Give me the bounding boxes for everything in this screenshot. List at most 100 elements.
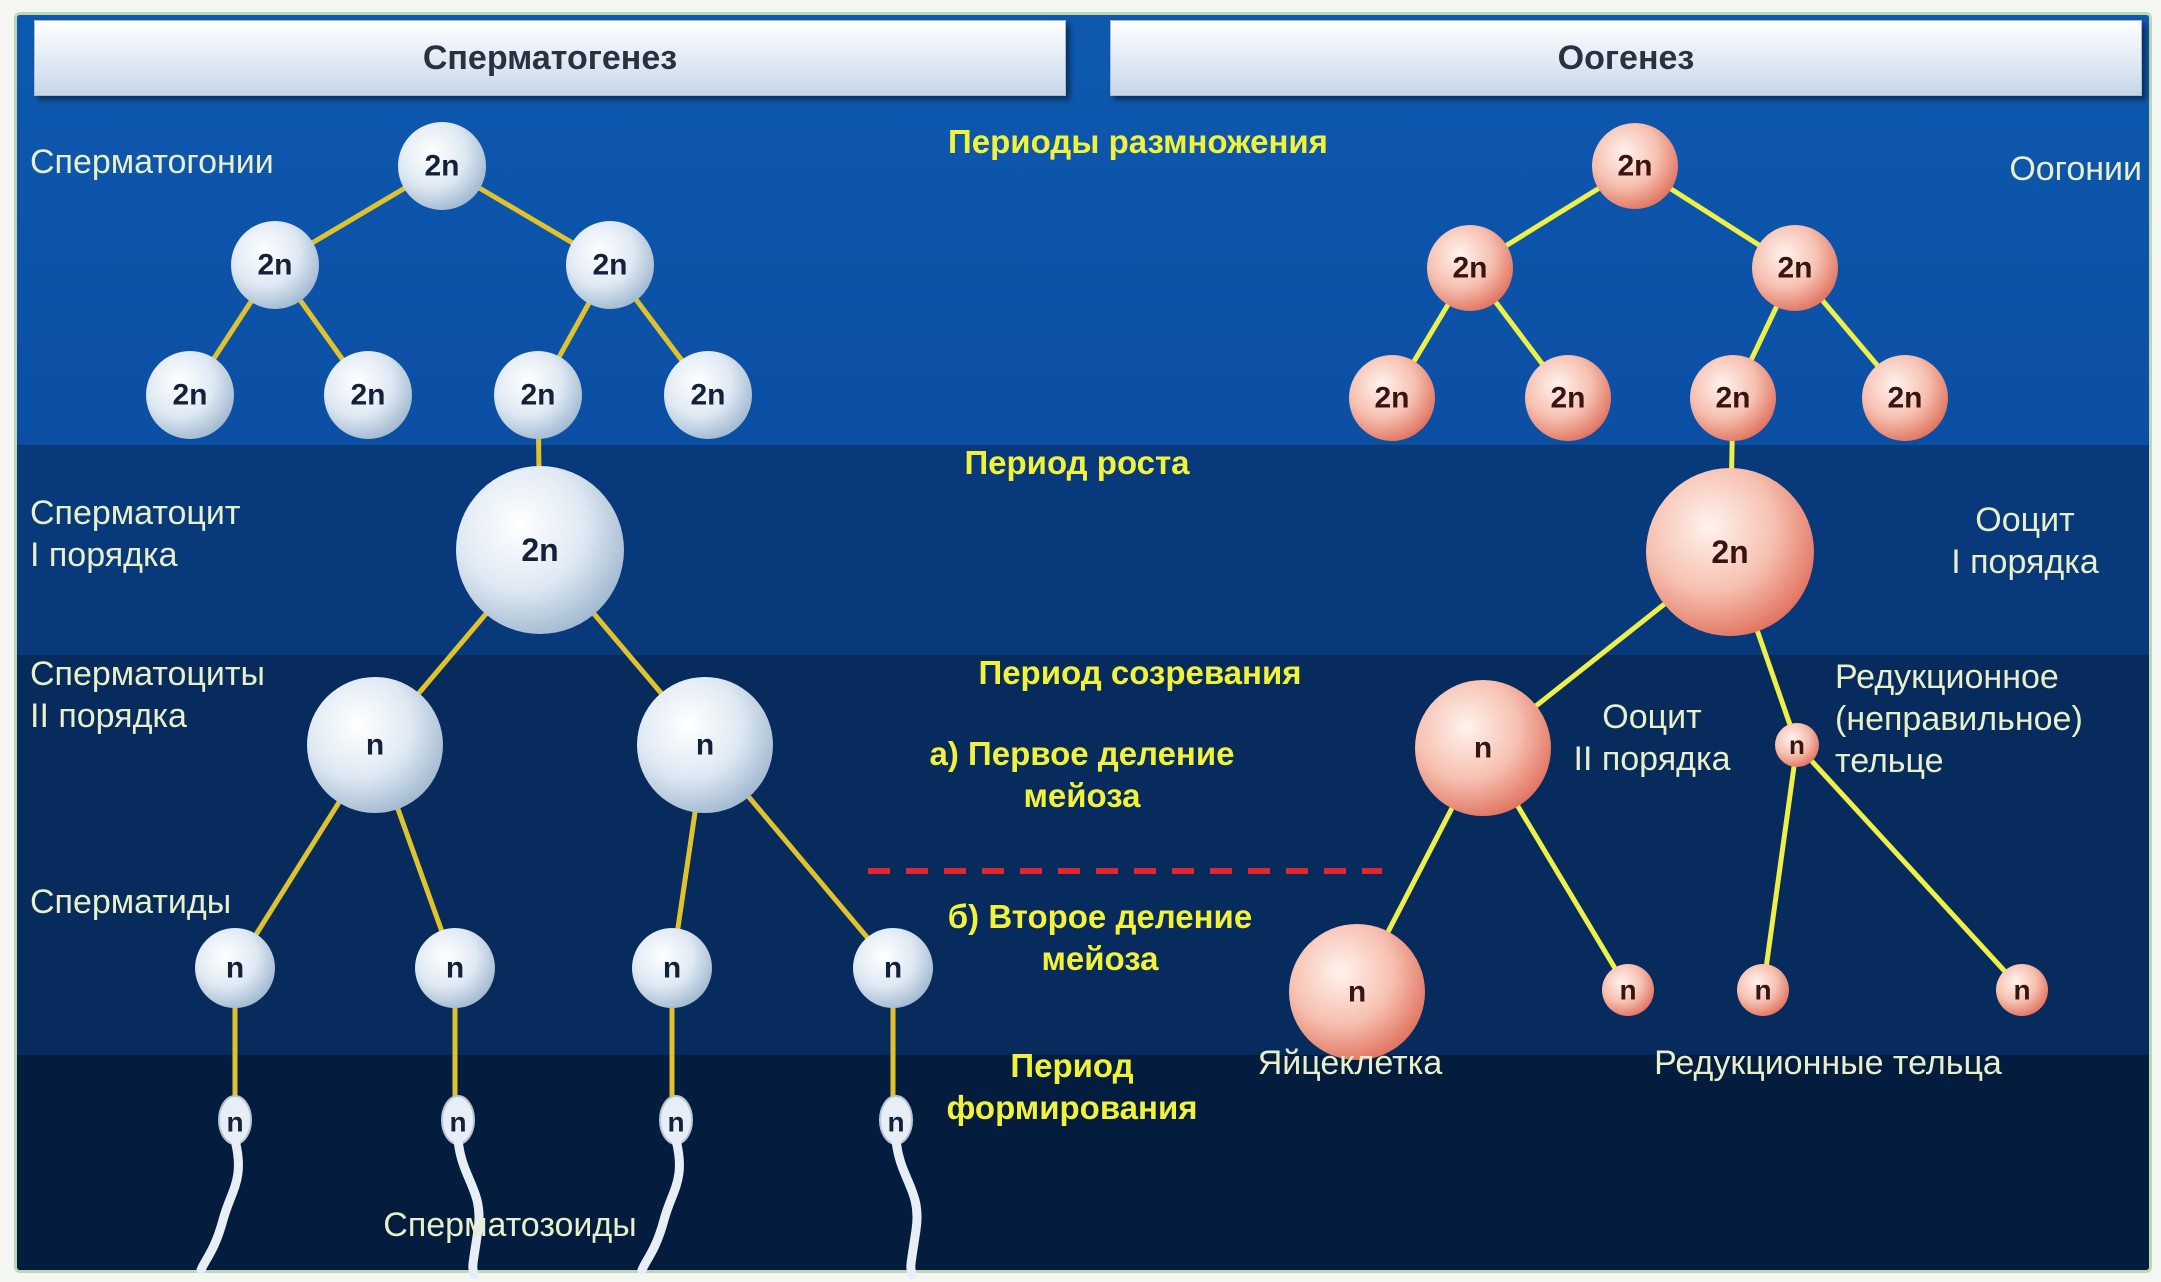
period-maturation-label: Период созревания xyxy=(978,654,1301,691)
spermatozoon xyxy=(441,1095,484,1280)
secondary-oocyte-label-line-2: II порядка xyxy=(1574,740,1731,778)
oogonium-cell xyxy=(1525,355,1611,441)
spermatogonium-cell-ploidy: 2n xyxy=(592,249,627,282)
first-division-label-line-1: а) Первое деление xyxy=(929,735,1234,772)
polar-body-cell-ploidy: n xyxy=(2013,975,2030,1006)
primary-oocyte-cell-ploidy: 2n xyxy=(1711,534,1748,570)
secondary-spermatocytes-label-line-2: II порядка xyxy=(30,697,187,735)
period-formation-label-line-2: формирования xyxy=(946,1089,1197,1126)
oogonium-cell-ploidy: 2n xyxy=(1550,382,1585,415)
oogonium-cell-ploidy: 2n xyxy=(1374,382,1409,415)
spermatogonium-cell xyxy=(664,351,752,439)
sperm-tail xyxy=(891,1135,922,1280)
oogonium-cell-ploidy: 2n xyxy=(1452,252,1487,285)
oogonium-cell xyxy=(1427,225,1513,311)
spermatogonium-cell xyxy=(494,351,582,439)
egg-label: Яйцеклетка xyxy=(1258,1044,1443,1082)
spermatozoon xyxy=(637,1095,693,1275)
spermatozoon xyxy=(879,1095,922,1280)
primary-spermatocyte-cell-ploidy: 2n xyxy=(521,532,558,568)
oogonium-cell xyxy=(1862,355,1948,441)
oogonium-cell xyxy=(1690,355,1776,441)
spermatogonium-cell-ploidy: 2n xyxy=(424,150,459,183)
oogonium-cell xyxy=(1592,123,1678,209)
oogonium-cell-ploidy: 2n xyxy=(1887,382,1922,415)
reduction-body-label-line-1: Редукционное xyxy=(1835,658,2059,696)
spermatogonia-label: Сперматогонии xyxy=(30,143,274,181)
period-growth-label: Период роста xyxy=(964,444,1190,481)
sperm-tail xyxy=(453,1135,484,1280)
egg-cell xyxy=(1289,924,1425,1060)
second-division-label-line-2: мейоза xyxy=(1041,940,1159,977)
primary-oocyte-label-line-1: Ооцит xyxy=(1975,501,2074,539)
polar-body-cell xyxy=(1602,964,1654,1016)
first-polar-body-cell-ploidy: n xyxy=(1789,730,1805,760)
sperm-tail xyxy=(637,1135,684,1275)
secondary-oocyte-cell xyxy=(1415,680,1551,816)
sperm-tail xyxy=(196,1135,243,1275)
sperm-ploidy: n xyxy=(667,1107,684,1138)
spermatogonium-cell xyxy=(146,351,234,439)
formation-band xyxy=(17,1055,2149,1270)
spermatogonium-cell-ploidy: 2n xyxy=(172,379,207,412)
spermatids-label: Сперматиды xyxy=(30,883,231,921)
spermatozoa-label: Сперматозоиды xyxy=(383,1206,636,1244)
oogonium-cell-ploidy: 2n xyxy=(1617,150,1652,183)
reduction-body-label-line-3: тельце xyxy=(1835,742,1944,780)
reduction-body-label-line-2: (неправильное) xyxy=(1835,700,2083,738)
spermatid-cell xyxy=(195,928,275,1008)
primary-oocyte-cell xyxy=(1646,468,1814,636)
spermatogonium-cell-ploidy: 2n xyxy=(520,379,555,412)
secondary-spermatocytes-label-line-1: Сперматоциты xyxy=(30,655,265,693)
spermatid-cell-ploidy: n xyxy=(663,952,681,985)
secondary-spermatocyte-cell-ploidy: n xyxy=(696,729,714,762)
polar-body-cell xyxy=(1996,964,2048,1016)
egg-cell-ploidy: n xyxy=(1348,976,1366,1009)
cells xyxy=(146,122,2048,1280)
secondary-oocyte-label-line-1: Ооцит xyxy=(1602,698,1701,736)
spermatogonium-cell-ploidy: 2n xyxy=(690,379,725,412)
secondary-spermatocyte-cell xyxy=(637,677,773,813)
line-second-division xyxy=(1760,742,1800,993)
spermatogonium-cell xyxy=(566,221,654,309)
primary-spermatocyte-cell xyxy=(456,466,624,634)
spermatogonium-cell-ploidy: 2n xyxy=(350,379,385,412)
spermatogonium-cell xyxy=(398,122,486,210)
period-reproduction-label: Периоды размножения xyxy=(948,123,1328,160)
secondary-oocyte-cell-ploidy: n xyxy=(1474,732,1492,765)
oogonium-cell-ploidy: 2n xyxy=(1777,252,1812,285)
spermatogonium-cell-ploidy: 2n xyxy=(257,249,292,282)
oogonium-cell xyxy=(1752,225,1838,311)
oogonium-cell xyxy=(1349,355,1435,441)
oogonia-label: Оогонии xyxy=(2009,150,2142,188)
primary-spermatocyte-label-line-1: Сперматоцит xyxy=(30,494,240,532)
reduction-bodies-label: Редукционные тельца xyxy=(1654,1044,2002,1082)
sperm-ploidy: n xyxy=(887,1107,904,1138)
period-formation-label-line-1: Период xyxy=(1010,1047,1133,1084)
spermatid-cell xyxy=(632,928,712,1008)
polar-body-cell-ploidy: n xyxy=(1754,975,1771,1006)
spermatid-cell-ploidy: n xyxy=(446,952,464,985)
secondary-spermatocyte-cell xyxy=(307,677,443,813)
spermatogenesis-header: Сперматогенез xyxy=(34,20,1066,96)
spermatid-cell xyxy=(415,928,495,1008)
spermatid-cell xyxy=(853,928,933,1008)
polar-body-cell-ploidy: n xyxy=(1619,975,1636,1006)
secondary-spermatocyte-cell-ploidy: n xyxy=(366,729,384,762)
line-second-division xyxy=(1794,742,2025,993)
oogenesis-header: Оогенез xyxy=(1110,20,2142,96)
spermatid-cell-ploidy: n xyxy=(226,952,244,985)
second-division-label-line-1: б) Второе деление xyxy=(948,898,1252,935)
sperm-ploidy: n xyxy=(226,1107,243,1138)
first-division-label-line-2: мейоза xyxy=(1023,777,1141,814)
spermatozoon xyxy=(196,1095,252,1275)
labels: 2n 2n 2n 2n 2n 2n 2n 2n n n n n n n n n n n 2n 2n 2n 2n 2n 2n 2n… xyxy=(30,123,2142,1244)
primary-spermatocyte-label-line-2: I порядка xyxy=(30,536,178,574)
primary-oocyte-label-line-2: I порядка xyxy=(1951,543,2099,581)
spermatid-cell-ploidy: n xyxy=(884,952,902,985)
oogonium-cell-ploidy: 2n xyxy=(1715,382,1750,415)
spermatogonium-cell xyxy=(231,221,319,309)
first-polar-body-cell xyxy=(1775,723,1819,767)
